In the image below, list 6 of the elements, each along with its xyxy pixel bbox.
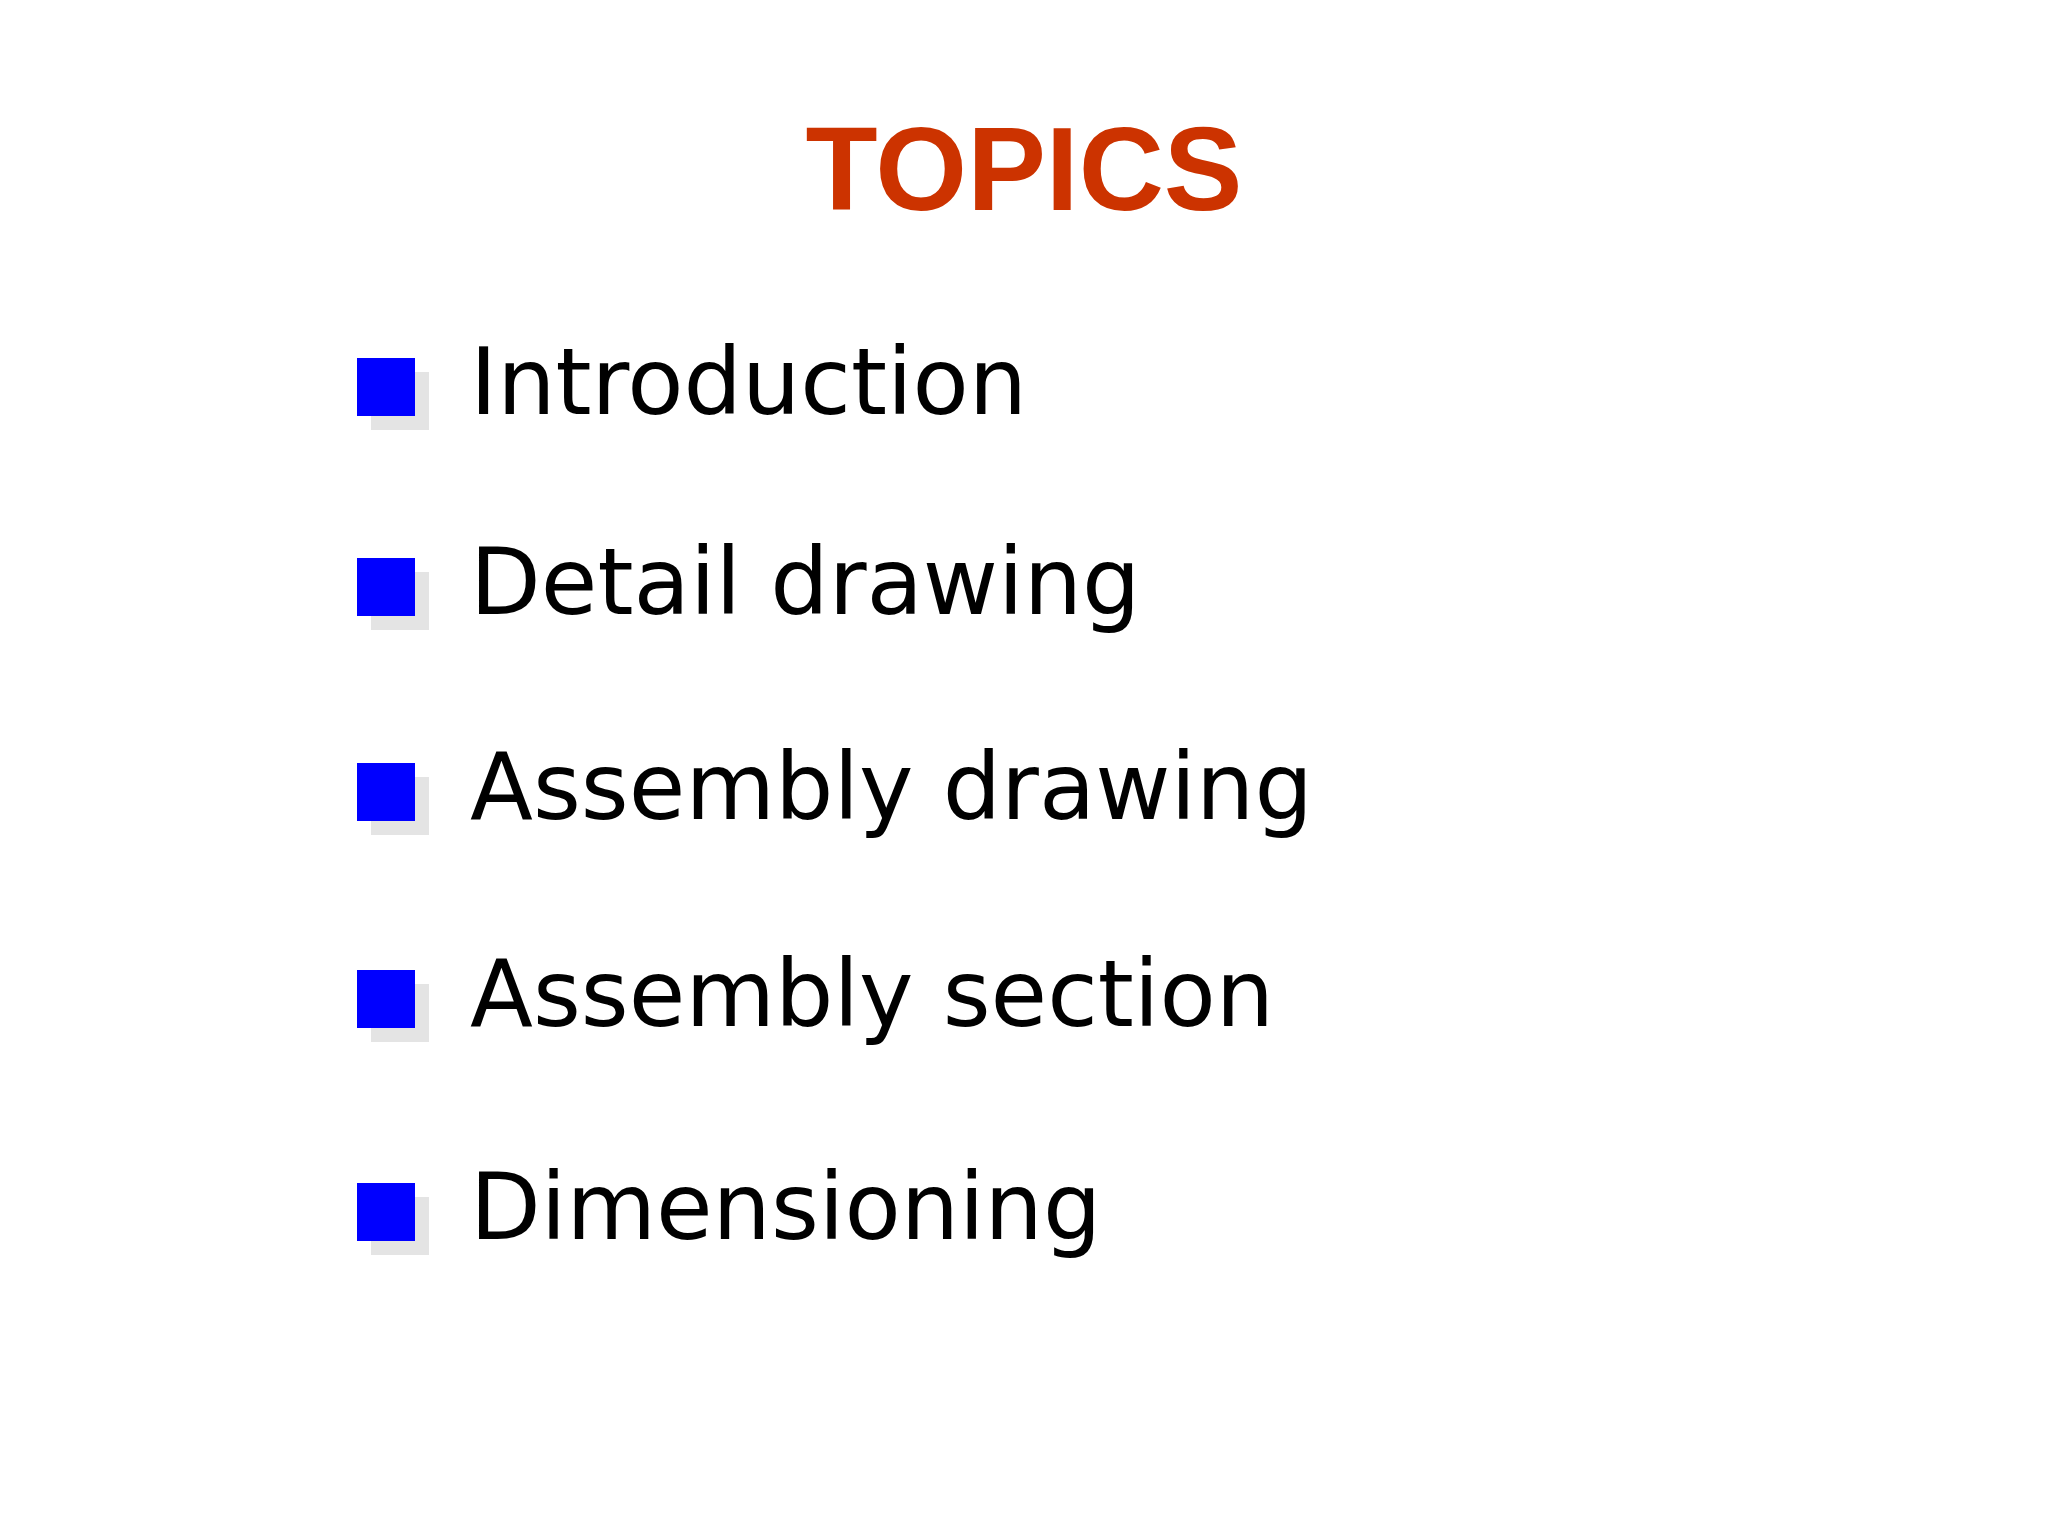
topic-text: Assembly section bbox=[470, 942, 1274, 1048]
slide-title: TOPICS bbox=[804, 105, 1244, 235]
topic-text: Assembly drawing bbox=[470, 735, 1313, 841]
topic-text: Dimensioning bbox=[470, 1155, 1102, 1261]
topic-text: Introduction bbox=[470, 330, 1028, 436]
topic-text: Detail drawing bbox=[470, 530, 1141, 636]
